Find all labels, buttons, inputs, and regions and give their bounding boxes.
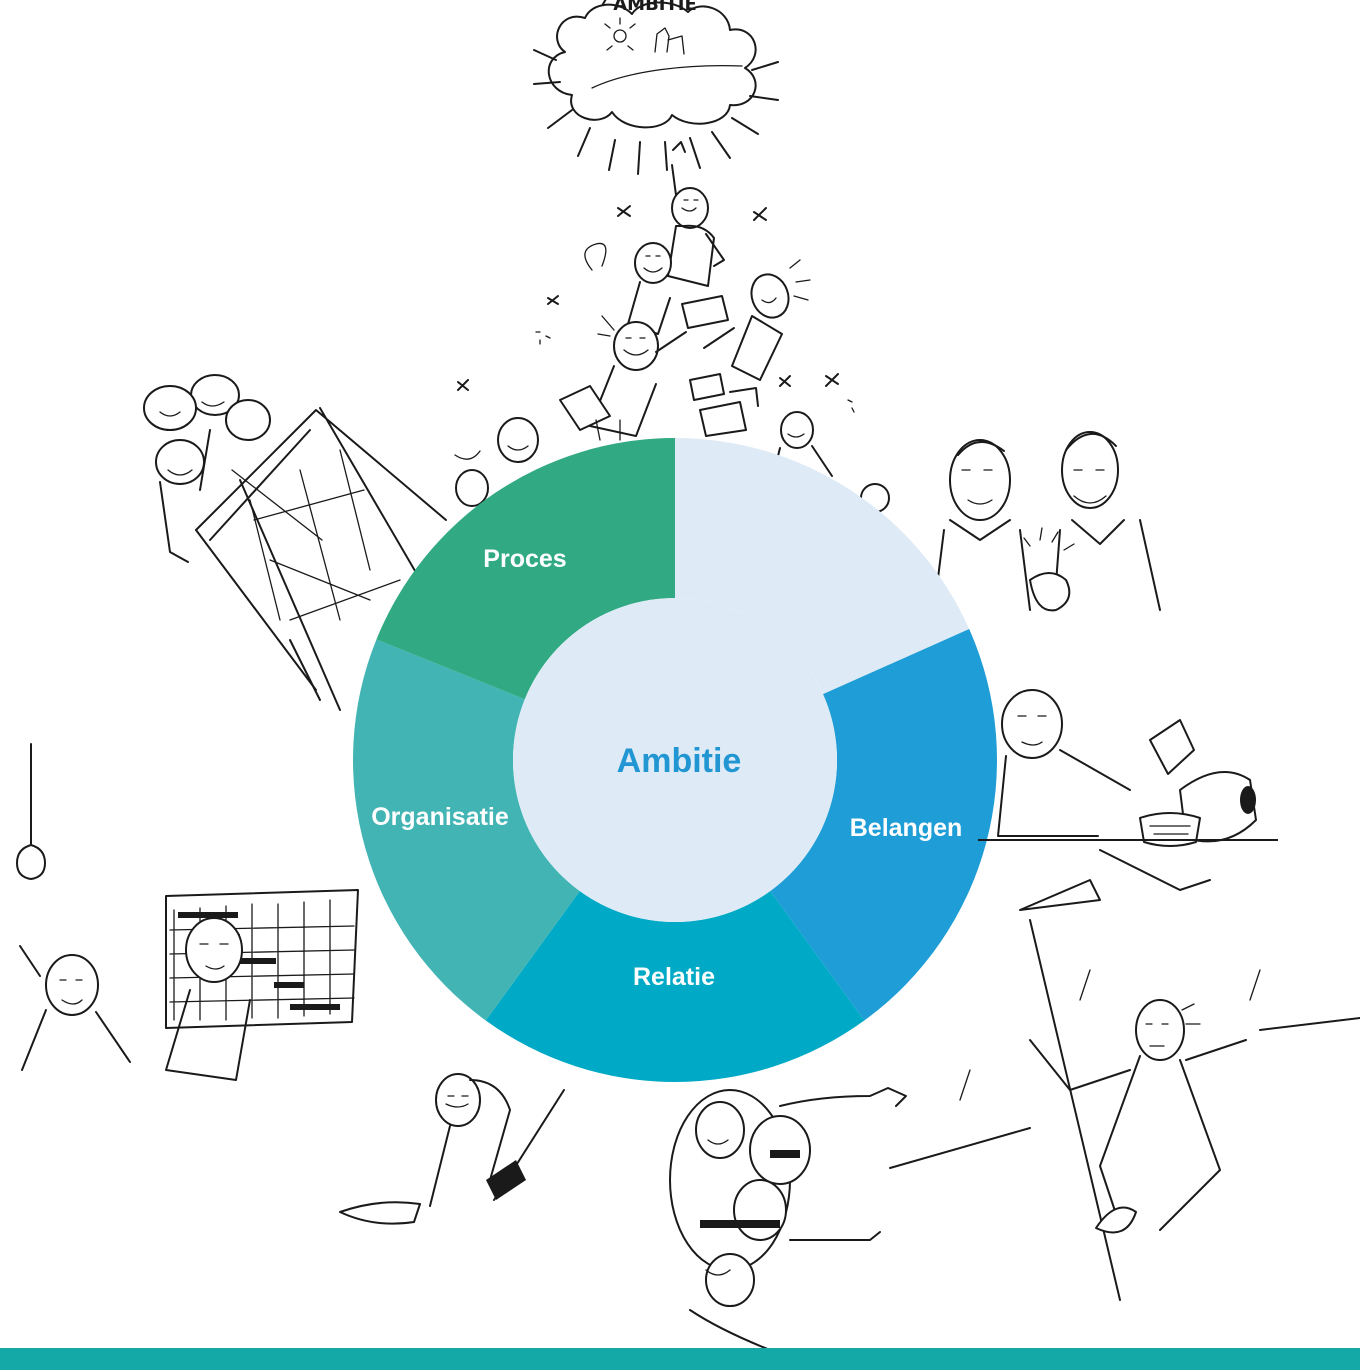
team-climbing-sketch	[454, 141, 890, 513]
conflict-crowd-sketch	[669, 1087, 907, 1351]
ambition-cloud-sketch	[533, 0, 779, 175]
center-circle	[513, 598, 837, 922]
segment-label-proces: Proces	[483, 545, 566, 573]
knight-armor-sketch	[997, 689, 1257, 911]
segment-label-organisatie: Organisatie	[371, 803, 509, 831]
segment-belangen	[770, 629, 997, 1021]
segment-relatie	[485, 891, 865, 1083]
segment-label-relatie: Relatie	[633, 963, 715, 991]
segment-proces	[376, 438, 675, 700]
center-label-ambitie: Ambitie	[617, 742, 742, 780]
segment-label-belangen: Belangen	[850, 814, 963, 842]
lightbulb-sketch	[16, 743, 46, 880]
cloud-lettering: AMBITIE	[613, 0, 697, 15]
handshake-sketch	[933, 431, 1161, 612]
ladder-team-sketch	[143, 374, 461, 711]
planning-board-sketch	[19, 889, 359, 1081]
footer-bar	[0, 1348, 1360, 1370]
segment-top-right	[675, 438, 970, 695]
segment-organisatie	[353, 639, 580, 1021]
cutting-sketch	[339, 1073, 565, 1225]
tightrope-sketch	[889, 919, 1360, 1301]
ambition-wheel	[353, 438, 997, 1083]
